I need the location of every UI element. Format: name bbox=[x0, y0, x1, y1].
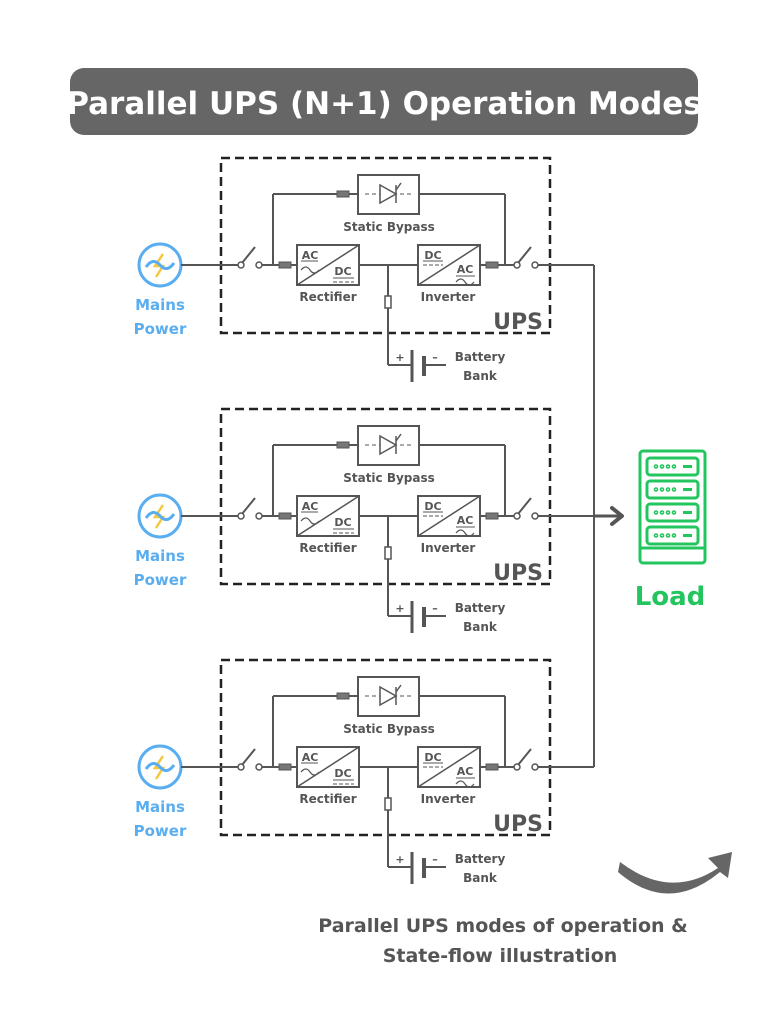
rack-slot bbox=[645, 456, 700, 477]
mains-label: Mains bbox=[135, 798, 185, 816]
bank-label: Bank bbox=[463, 369, 498, 383]
rectifier-label: Rectifier bbox=[299, 792, 356, 806]
output-bus bbox=[593, 265, 624, 767]
battery-icon bbox=[410, 350, 426, 382]
fuse-icon bbox=[485, 763, 499, 771]
rack-slot bbox=[645, 502, 700, 523]
minus-label: – bbox=[432, 602, 438, 615]
mains-label: Mains bbox=[135, 296, 185, 314]
battery-icon bbox=[410, 852, 426, 884]
power-label: Power bbox=[134, 822, 187, 840]
ac-label: AC bbox=[302, 751, 319, 764]
bank-label: Bank bbox=[463, 620, 498, 634]
battery-label: Battery bbox=[455, 601, 506, 615]
server-rack-icon bbox=[638, 449, 707, 565]
inverter-label: Inverter bbox=[421, 541, 476, 555]
thyristor-icon bbox=[365, 433, 412, 456]
fuse-icon bbox=[485, 261, 499, 269]
inverter-label: Inverter bbox=[421, 792, 476, 806]
power-label: Power bbox=[134, 571, 187, 589]
dc-label: DC bbox=[424, 249, 441, 262]
inverter-label: Inverter bbox=[421, 290, 476, 304]
plus-label: + bbox=[395, 853, 404, 866]
thyristor-icon bbox=[365, 182, 412, 205]
dc-label: DC bbox=[424, 500, 441, 513]
fuse-icon bbox=[384, 546, 392, 560]
power-label: Power bbox=[134, 320, 187, 338]
plus-label: + bbox=[395, 351, 404, 364]
plus-label: + bbox=[395, 602, 404, 615]
fuse-icon bbox=[278, 261, 292, 269]
curved-arrow-icon bbox=[618, 852, 732, 894]
title-banner: Parallel UPS (N+1) Operation Modes bbox=[66, 68, 702, 135]
static-bypass-label: Static Bypass bbox=[343, 220, 435, 234]
fuse-icon bbox=[384, 797, 392, 811]
rectifier-label: Rectifier bbox=[299, 290, 356, 304]
mains-power-icon bbox=[137, 242, 183, 288]
ac-label: AC bbox=[457, 514, 474, 527]
thyristor-icon bbox=[365, 684, 412, 707]
rack-slot bbox=[645, 525, 700, 546]
dc-label: DC bbox=[334, 516, 351, 529]
battery-icon bbox=[410, 601, 426, 633]
fuse-icon bbox=[336, 692, 350, 700]
title: Parallel UPS (N+1) Operation Modes bbox=[66, 86, 702, 122]
dc-label: DC bbox=[334, 767, 351, 780]
static-bypass-label: Static Bypass bbox=[343, 722, 435, 736]
mains-power-icon bbox=[137, 493, 183, 539]
dc-label: DC bbox=[334, 265, 351, 278]
ac-label: AC bbox=[302, 249, 319, 262]
bank-label: Bank bbox=[463, 871, 498, 885]
fuse-icon bbox=[485, 512, 499, 520]
caption-line1: Parallel UPS modes of operation & bbox=[318, 915, 687, 937]
mains-power-icon bbox=[137, 744, 183, 790]
caption-line2: State-flow illustration bbox=[383, 945, 618, 967]
static-bypass-label: Static Bypass bbox=[343, 471, 435, 485]
fuse-icon bbox=[384, 295, 392, 309]
fuse-icon bbox=[336, 441, 350, 449]
battery-label: Battery bbox=[455, 350, 506, 364]
ac-label: AC bbox=[457, 263, 474, 276]
ac-label: AC bbox=[457, 765, 474, 778]
mains-label: Mains bbox=[135, 547, 185, 565]
ups-label: UPS bbox=[493, 561, 543, 586]
fuse-icon bbox=[278, 512, 292, 520]
load-label: Load bbox=[635, 582, 706, 612]
arrow-icon bbox=[610, 506, 624, 526]
minus-label: – bbox=[432, 853, 438, 866]
minus-label: – bbox=[432, 351, 438, 364]
rack-slot bbox=[645, 479, 700, 500]
rectifier-label: Rectifier bbox=[299, 541, 356, 555]
dc-label: DC bbox=[424, 751, 441, 764]
ac-label: AC bbox=[302, 500, 319, 513]
battery-label: Battery bbox=[455, 852, 506, 866]
fuse-icon bbox=[336, 190, 350, 198]
ups-label: UPS bbox=[493, 310, 543, 335]
ups-label: UPS bbox=[493, 812, 543, 837]
fuse-icon bbox=[278, 763, 292, 771]
